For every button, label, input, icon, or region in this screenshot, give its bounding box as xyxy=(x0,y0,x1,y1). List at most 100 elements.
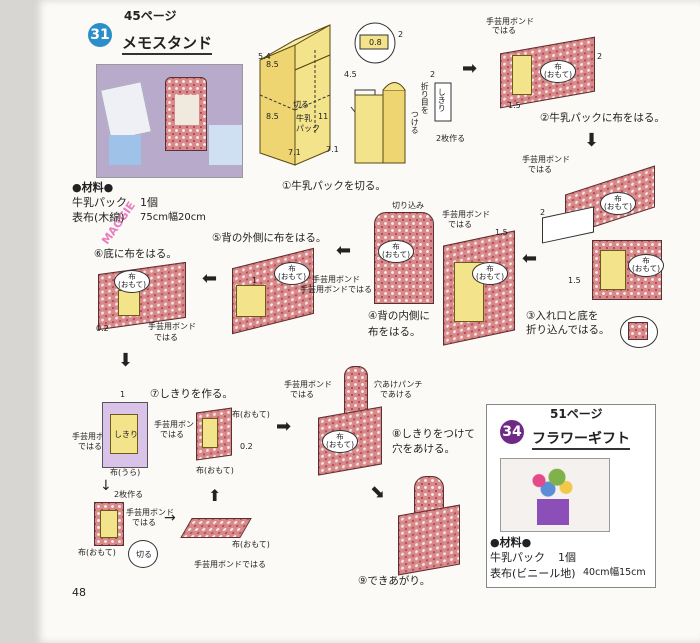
project-title: フラワーギフト xyxy=(532,428,630,450)
detail-circle xyxy=(128,540,158,568)
arrow-right-icon: ➡ xyxy=(276,416,292,437)
dim-label: 8.5 xyxy=(266,112,279,121)
step6-caption: ⑥底に布をはる。 xyxy=(94,248,177,260)
milk-label: 牛乳 xyxy=(296,114,312,123)
glue-label: 手芸用ボンド xyxy=(312,275,360,284)
arrow-right-icon: ➡ xyxy=(462,58,478,79)
arrow-left-icon: ⬅ xyxy=(336,240,352,261)
make-two-label: 2枚作る xyxy=(436,134,466,143)
detail-circle xyxy=(620,316,658,348)
partition-card xyxy=(110,414,138,454)
step2-caption: ②牛乳パックに布をはる。 xyxy=(540,112,665,124)
tuck-label: 切り込み xyxy=(392,201,424,210)
dim-label: 1.5 xyxy=(568,276,581,285)
glue-label: ではる xyxy=(290,390,314,399)
fabric-text: 布 xyxy=(642,256,650,265)
fabric-label: 布(おもて) xyxy=(274,262,311,285)
carton-inside xyxy=(600,250,626,290)
pack-label: パック xyxy=(296,124,320,133)
material-item: 表布(ビニール地) xyxy=(490,567,576,580)
glue-label: ではる xyxy=(448,220,472,229)
front-text: (おもて) xyxy=(476,272,505,282)
dim-label: 1.5 xyxy=(508,101,521,110)
front-text: (おもて) xyxy=(604,202,633,212)
glue-label: 手芸用ボンド xyxy=(486,17,534,26)
arrow-up-icon: ⬆ xyxy=(208,486,222,505)
glue-label: 手芸用ボンド xyxy=(284,380,332,389)
cut-label: 切る xyxy=(293,100,309,109)
glue-label: 手芸用ボンド xyxy=(442,210,490,219)
glue-label: 手芸用ボンド xyxy=(72,432,120,441)
materials-heading: ●材料● xyxy=(490,536,532,549)
material-item: 表布(木綿) xyxy=(72,211,125,224)
dim-label: 8.5 xyxy=(266,60,279,69)
glue-label: ではる xyxy=(492,26,516,35)
section-number-badge: 31 xyxy=(88,23,112,47)
dim-label: 0.2 xyxy=(96,324,109,333)
glue-label: 手芸用ボンド xyxy=(148,322,196,331)
step4-caption-line1: ④背の内側に xyxy=(368,310,430,322)
glue-label: 手芸用ボンドではる xyxy=(300,285,372,294)
section-number: 34 xyxy=(502,424,522,440)
arrow-left-icon: ⬅ xyxy=(202,268,218,289)
dim-label: 4.5 xyxy=(344,70,357,79)
front-text: (おもて) xyxy=(632,264,661,274)
material-qty: 1個 xyxy=(558,551,576,564)
punch-label: であける xyxy=(380,390,412,399)
glue-label: 手芸用ボンドではる xyxy=(194,560,266,569)
step1-carton-diagram xyxy=(259,22,452,166)
page-number: 48 xyxy=(72,586,86,599)
fabric-label: 布(おもて) xyxy=(322,430,359,453)
section-number-badge: 34 xyxy=(500,420,524,444)
step7-caption: ⑦しきりを作る。 xyxy=(150,388,233,400)
fabric-back-label: 布(うら) xyxy=(110,468,141,477)
fabric-label: 布(おもて) xyxy=(472,262,509,285)
punch-label: 穴あけパンチ xyxy=(374,380,423,389)
fabric-front-label: 布(おもて) xyxy=(232,410,270,419)
front-text: (おもて) xyxy=(118,280,147,290)
step4-caption-line2: 布をはる。 xyxy=(368,326,421,338)
material-item: 牛乳パック xyxy=(72,196,127,209)
fabric-label: 布(おもて) xyxy=(114,270,151,293)
material-qty: 40cm幅15cm xyxy=(583,567,646,578)
step3-caption-line2: 折り込んではる。 xyxy=(526,324,610,336)
carton-inside xyxy=(118,290,140,316)
material-item: 牛乳パック xyxy=(490,551,545,564)
arrow-down-icon: ↓ xyxy=(100,478,112,494)
step8-caption-line2: 穴をあける。 xyxy=(392,443,455,455)
glue-label: ではる xyxy=(132,518,156,527)
dim-label: 0.2 xyxy=(240,442,253,451)
fabric-front-label: 布(おもて) xyxy=(196,466,234,475)
dim-label: 2 xyxy=(597,52,603,61)
carton-inside xyxy=(512,55,532,95)
project-title: メモスタンド xyxy=(122,32,213,55)
dim-label: 2 xyxy=(540,208,546,217)
glue-label: 手芸用ボンド xyxy=(126,508,174,517)
glue-label: ではる xyxy=(154,333,178,342)
fabric-label: 布(おもて) xyxy=(540,60,577,83)
fabric-text: 布 xyxy=(392,242,400,251)
fabric-back-wall xyxy=(344,366,368,416)
fold-line-label: つける xyxy=(410,110,420,134)
dim-label: 0.8 xyxy=(369,38,382,47)
cut-label: 切る xyxy=(136,550,152,559)
dim-label: 2 xyxy=(430,70,436,79)
arrow-down-icon: ⬇ xyxy=(118,350,134,371)
fabric-label: 布(おもて) xyxy=(600,192,637,215)
front-text: (おもて) xyxy=(278,272,307,282)
glue-label: ではる xyxy=(528,165,552,174)
fabric-label: 布(おもて) xyxy=(628,254,665,277)
fold-line-label: 折り目を xyxy=(420,82,430,114)
dim-label: 1 xyxy=(252,276,258,285)
make-two-label: 2枚作る xyxy=(114,490,144,499)
partition-card xyxy=(202,418,218,448)
dim-label: 7.1 xyxy=(326,145,339,154)
glue-label: ではる xyxy=(160,430,184,439)
flower-gift-photo xyxy=(500,458,610,532)
arrow-left-icon: ⬅ xyxy=(522,248,538,269)
glue-label: 手芸用ボンド xyxy=(154,420,202,429)
step1-caption: ①牛乳パックを切る。 xyxy=(282,180,386,192)
fabric-label: 布(おもて) xyxy=(378,240,415,263)
step8-caption-line1: ⑧しきりをつけて xyxy=(392,428,475,440)
step3-caption-line1: ③入れ口と底を xyxy=(526,310,599,322)
